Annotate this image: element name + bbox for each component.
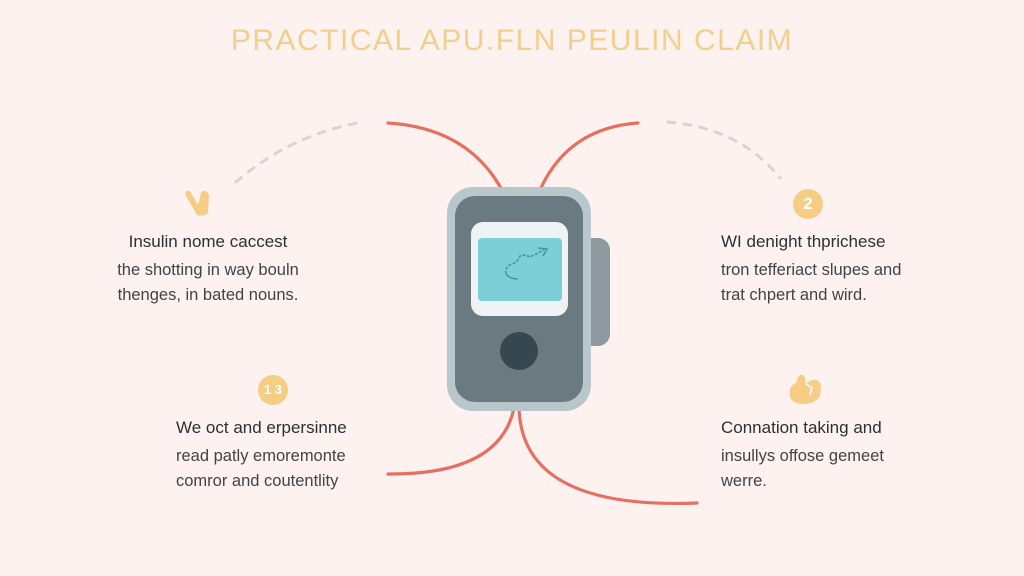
block-heading: WI denight thprichese xyxy=(721,232,886,251)
hand-peace-icon xyxy=(185,190,209,216)
tube-top-right xyxy=(538,121,640,192)
block-line: comror and coutentlity xyxy=(176,472,339,490)
insulin-pump-device xyxy=(447,187,610,411)
info-block-bottom-left: We oct and erpersinne read patly emoremo… xyxy=(176,418,347,494)
screen-trend-icon xyxy=(505,249,545,275)
tube-bottom-left xyxy=(386,406,516,476)
page-title: PRACTICAL APU.FLN PEULIN CLAIM xyxy=(230,24,794,57)
block-line: thenges, in bated nouns. xyxy=(117,286,299,304)
dashed-arc-right xyxy=(666,120,782,180)
step-badge-2: 2 xyxy=(793,189,823,219)
block-line: read patly emoremonte xyxy=(176,447,346,465)
block-line: insullys offose gemeet xyxy=(721,447,884,465)
block-heading: We oct and erpersinne xyxy=(176,418,347,437)
block-heading: Connation taking and xyxy=(721,418,882,437)
screen xyxy=(478,238,562,301)
info-block-top-right: WI denight thprichese tron tefferiact sl… xyxy=(721,232,901,308)
block-line: the shotting in way bouln xyxy=(117,261,299,279)
tube-bottom-right xyxy=(517,406,699,506)
block-line: werre. xyxy=(721,472,767,490)
block-heading: Insulin nome caccest xyxy=(128,232,288,251)
step-badge-13: 1 3 xyxy=(258,375,288,405)
tube-top-left xyxy=(386,121,504,192)
info-block-bottom-right: Connation taking and insullys offose gem… xyxy=(721,418,884,494)
info-block-top-left: Insulin nome caccest the shotting in way… xyxy=(104,232,312,308)
hand-thumbs-icon xyxy=(789,374,821,404)
block-line: trat chpert and wird. xyxy=(721,286,867,304)
device-button xyxy=(500,332,538,370)
dashed-arc-left xyxy=(234,120,364,184)
block-line: tron tefferiact slupes and xyxy=(721,261,902,279)
